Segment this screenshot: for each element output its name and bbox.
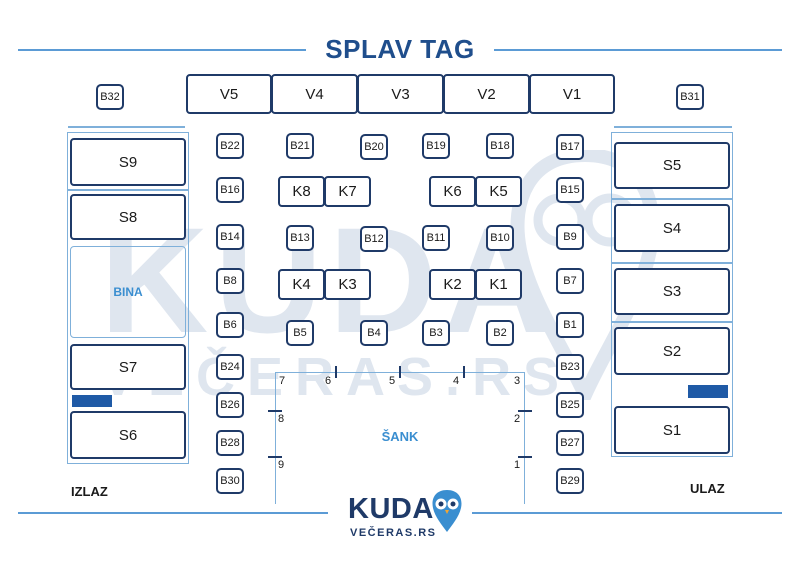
- exit-door-marker: [72, 395, 112, 407]
- table-k7[interactable]: K7: [324, 176, 371, 207]
- seat-b31[interactable]: B31: [676, 84, 704, 110]
- seat-b30[interactable]: B30: [216, 468, 244, 494]
- exit-label: IZLAZ: [71, 484, 108, 499]
- bar-marker-2: [518, 410, 532, 412]
- seat-b32[interactable]: B32: [96, 84, 124, 110]
- bar-number-5: 5: [389, 375, 396, 387]
- top-separator-left: [68, 126, 185, 128]
- logo[interactable]: KUDA VEČERAS.RS: [340, 488, 470, 548]
- seat-b25[interactable]: B25: [556, 392, 584, 418]
- bina-label: BINA: [113, 285, 143, 299]
- seat-b4[interactable]: B4: [360, 320, 388, 346]
- table-k5[interactable]: K5: [475, 176, 522, 207]
- seat-b26[interactable]: B26: [216, 392, 244, 418]
- bar-number-2: 2: [514, 413, 521, 425]
- bar-number-9: 9: [278, 459, 285, 471]
- seat-b23[interactable]: B23: [556, 354, 584, 380]
- seat-b27[interactable]: B27: [556, 430, 584, 456]
- seat-b13[interactable]: B13: [286, 225, 314, 251]
- box-s2[interactable]: S2: [614, 327, 730, 375]
- seat-b22[interactable]: B22: [216, 133, 244, 159]
- logo-subtitle: VEČERAS.RS: [350, 527, 437, 539]
- bar-marker-6: [335, 366, 337, 378]
- header-line-left: [18, 49, 306, 51]
- owl-pin-icon: [432, 490, 462, 532]
- bar-label: ŠANK: [381, 429, 419, 444]
- bar-marker-9: [268, 456, 282, 458]
- table-k8[interactable]: K8: [278, 176, 325, 207]
- seat-b5[interactable]: B5: [286, 320, 314, 346]
- box-s3[interactable]: S3: [614, 268, 730, 315]
- seat-b16[interactable]: B16: [216, 177, 244, 203]
- seat-b9[interactable]: B9: [556, 224, 584, 250]
- seat-b21[interactable]: B21: [286, 133, 314, 159]
- seat-b1[interactable]: B1: [556, 312, 584, 338]
- seat-b2[interactable]: B2: [486, 320, 514, 346]
- logo-name: KUDA: [348, 493, 434, 525]
- box-v5[interactable]: V5: [186, 74, 272, 114]
- bar-number-7: 7: [279, 375, 286, 387]
- box-s4[interactable]: S4: [614, 204, 730, 252]
- footer-line-left: [18, 512, 328, 514]
- table-k2[interactable]: K2: [429, 269, 476, 300]
- bar-marker-4: [463, 366, 465, 378]
- table-k3[interactable]: K3: [324, 269, 371, 300]
- seat-b3[interactable]: B3: [422, 320, 450, 346]
- box-v2[interactable]: V2: [443, 74, 530, 114]
- right-column-frame: [611, 132, 733, 457]
- entrance-door-marker: [688, 385, 728, 398]
- bar-marker-1: [518, 456, 532, 458]
- table-k1[interactable]: K1: [475, 269, 522, 300]
- bina-stage[interactable]: BINA: [70, 246, 186, 338]
- table-k6[interactable]: K6: [429, 176, 476, 207]
- bar-marker-5: [399, 366, 401, 378]
- seat-b18[interactable]: B18: [486, 133, 514, 159]
- seat-b20[interactable]: B20: [360, 134, 388, 160]
- seat-b10[interactable]: B10: [486, 225, 514, 251]
- box-s1[interactable]: S1: [614, 406, 730, 454]
- bar-number-4: 4: [453, 375, 460, 387]
- bar-number-6: 6: [325, 375, 332, 387]
- bar-number-3: 3: [514, 375, 521, 387]
- box-v3[interactable]: V3: [357, 74, 444, 114]
- header-line-right: [494, 49, 782, 51]
- seat-b11[interactable]: B11: [422, 225, 450, 251]
- seat-b6[interactable]: B6: [216, 312, 244, 338]
- seat-b19[interactable]: B19: [422, 133, 450, 159]
- bar-number-1: 1: [514, 459, 521, 471]
- seat-b15[interactable]: B15: [556, 177, 584, 203]
- seat-b12[interactable]: B12: [360, 226, 388, 252]
- bar-marker-8: [268, 410, 282, 412]
- footer-line-right: [472, 512, 782, 514]
- box-s5[interactable]: S5: [614, 142, 730, 189]
- seat-b29[interactable]: B29: [556, 468, 584, 494]
- box-s9[interactable]: S9: [70, 138, 186, 186]
- bar-number-8: 8: [278, 413, 285, 425]
- seat-b7[interactable]: B7: [556, 268, 584, 294]
- entrance-label: ULAZ: [690, 481, 725, 496]
- seat-b28[interactable]: B28: [216, 430, 244, 456]
- box-v1[interactable]: V1: [529, 74, 615, 114]
- box-s8[interactable]: S8: [70, 194, 186, 240]
- box-v4[interactable]: V4: [271, 74, 358, 114]
- left-column-frame: [67, 132, 189, 464]
- seat-b17[interactable]: B17: [556, 134, 584, 160]
- right-divider-3: [612, 321, 732, 323]
- top-separator-right: [614, 126, 732, 128]
- right-divider-1: [612, 198, 732, 200]
- box-s6[interactable]: S6: [70, 411, 186, 459]
- page-title: SPLAV TAG: [325, 34, 475, 64]
- table-k4[interactable]: K4: [278, 269, 325, 300]
- left-divider-1: [68, 189, 188, 191]
- seat-b14[interactable]: B14: [216, 224, 244, 250]
- seat-b8[interactable]: B8: [216, 268, 244, 294]
- right-divider-2: [612, 262, 732, 264]
- box-s7[interactable]: S7: [70, 344, 186, 390]
- seat-b24[interactable]: B24: [216, 354, 244, 380]
